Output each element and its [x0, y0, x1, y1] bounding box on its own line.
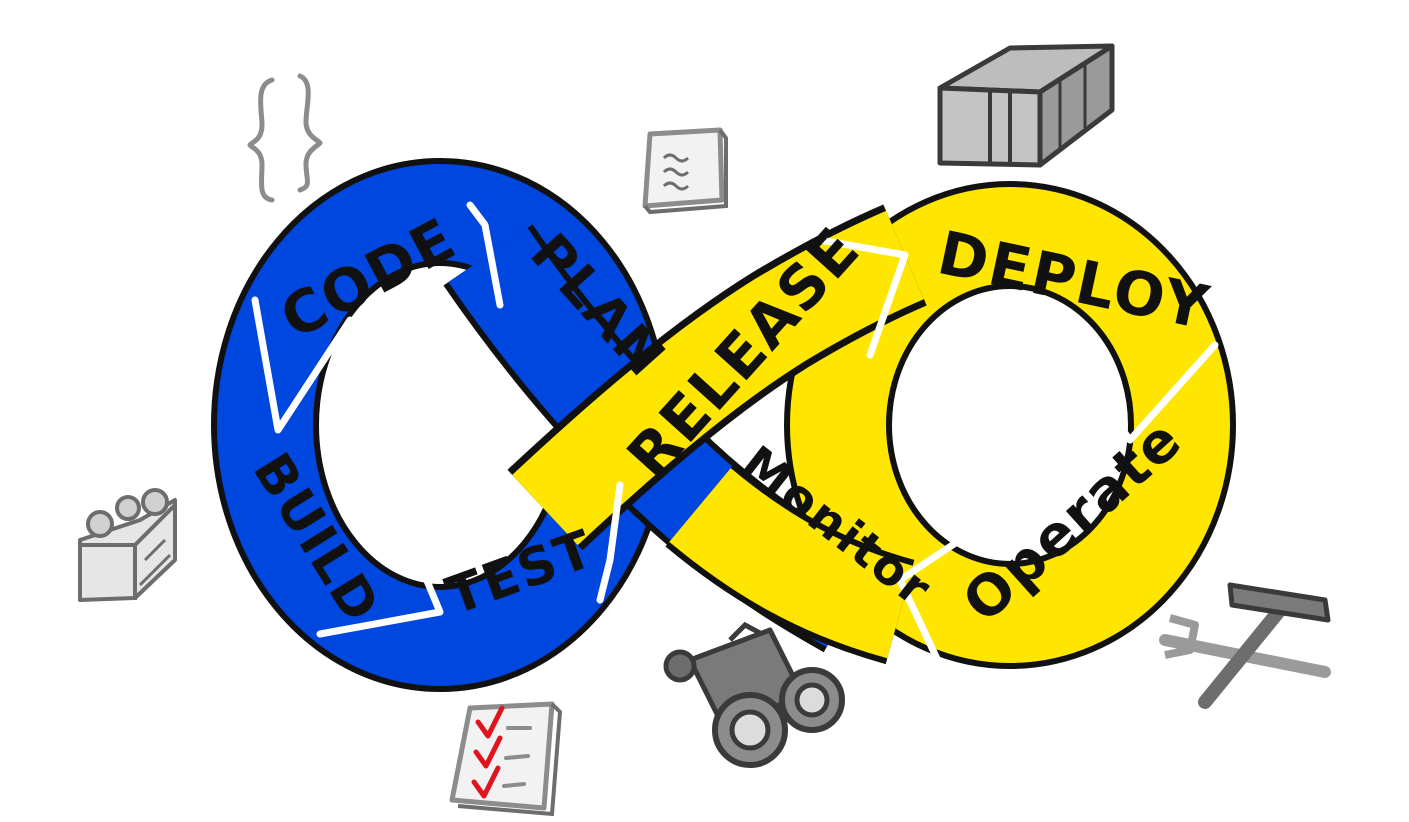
curly-braces-icon	[247, 73, 323, 203]
ops-loop	[790, 187, 1230, 663]
package-box-icon	[78, 488, 177, 602]
release-band	[512, 210, 925, 546]
binoculars-icon	[663, 621, 845, 768]
hammer-wrench-icon	[1159, 582, 1331, 709]
document-icon	[642, 127, 728, 215]
monitor-band	[669, 467, 914, 659]
segment-dividers	[251, 201, 1219, 669]
checklist-icon	[449, 701, 563, 817]
shipping-container-icon	[937, 43, 1115, 168]
